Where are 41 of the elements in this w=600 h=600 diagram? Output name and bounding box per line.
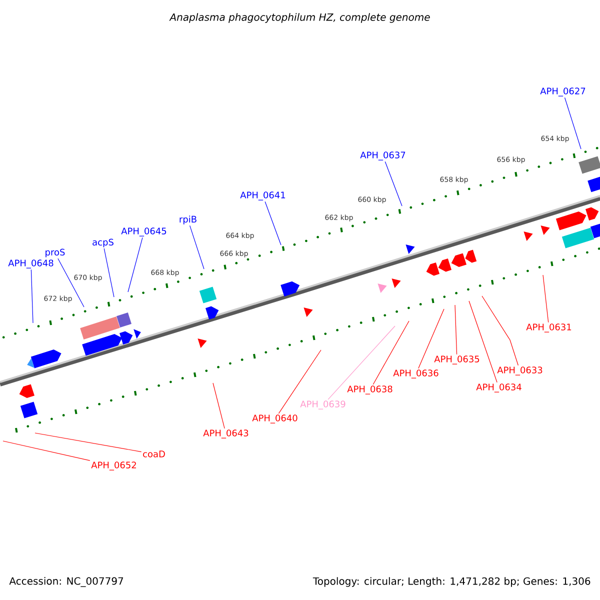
leader-line: [190, 225, 204, 270]
gene-label: APH_0627: [540, 88, 586, 96]
leader-line: [384, 161, 402, 206]
gene-label: APH_0634: [476, 384, 522, 392]
leader-line: [328, 326, 396, 400]
gene-label: APH_0643: [203, 430, 248, 438]
leader-line: [58, 258, 84, 308]
leader-line: [564, 97, 582, 150]
leader-line: [128, 237, 143, 292]
gene-label: APH_0636: [393, 370, 438, 378]
leader-line: [2, 440, 90, 461]
leader-line: [418, 308, 444, 369]
gene-label: APH_0633: [497, 366, 542, 376]
gene-label: APH_0637: [360, 152, 406, 160]
footer-text: Accession: NC_007797: [9, 577, 124, 587]
gene-label: coaD: [143, 450, 165, 458]
leader-line: [212, 382, 225, 429]
footer-text: Topology: circular; Length: 1,471,282 bp; Genes: 1,306: [312, 577, 590, 587]
leader-line: [468, 300, 498, 383]
leader-line: [104, 248, 114, 298]
leader-line: [278, 350, 322, 414]
gene-label: rpiB: [180, 216, 196, 224]
leader-line: [372, 320, 410, 385]
gene-label: APH_0645: [121, 228, 166, 236]
leader-line: [264, 201, 282, 246]
gene-label: APH_0635: [434, 356, 480, 364]
leader-line: [30, 269, 34, 324]
leader-line: [542, 274, 549, 323]
title: Anaplasma phagocytophilum HZ, complete genome: [169, 13, 430, 23]
gene-label: proS: [46, 248, 65, 258]
gene-label: APH_0648: [8, 260, 54, 268]
gene-label: APH_0639: [300, 400, 346, 410]
gene-label: APH_0640: [252, 414, 298, 424]
gene-label: APH_0641: [240, 192, 286, 200]
gene-label: acpS: [92, 238, 114, 248]
gene-label: APH_0631: [526, 324, 572, 332]
leader-line: [34, 432, 142, 452]
gene-label: APH_0638: [347, 386, 392, 394]
leader-line: [482, 296, 518, 366]
leader-line: [454, 304, 458, 355]
gene-label: APH_0652: [91, 462, 136, 470]
